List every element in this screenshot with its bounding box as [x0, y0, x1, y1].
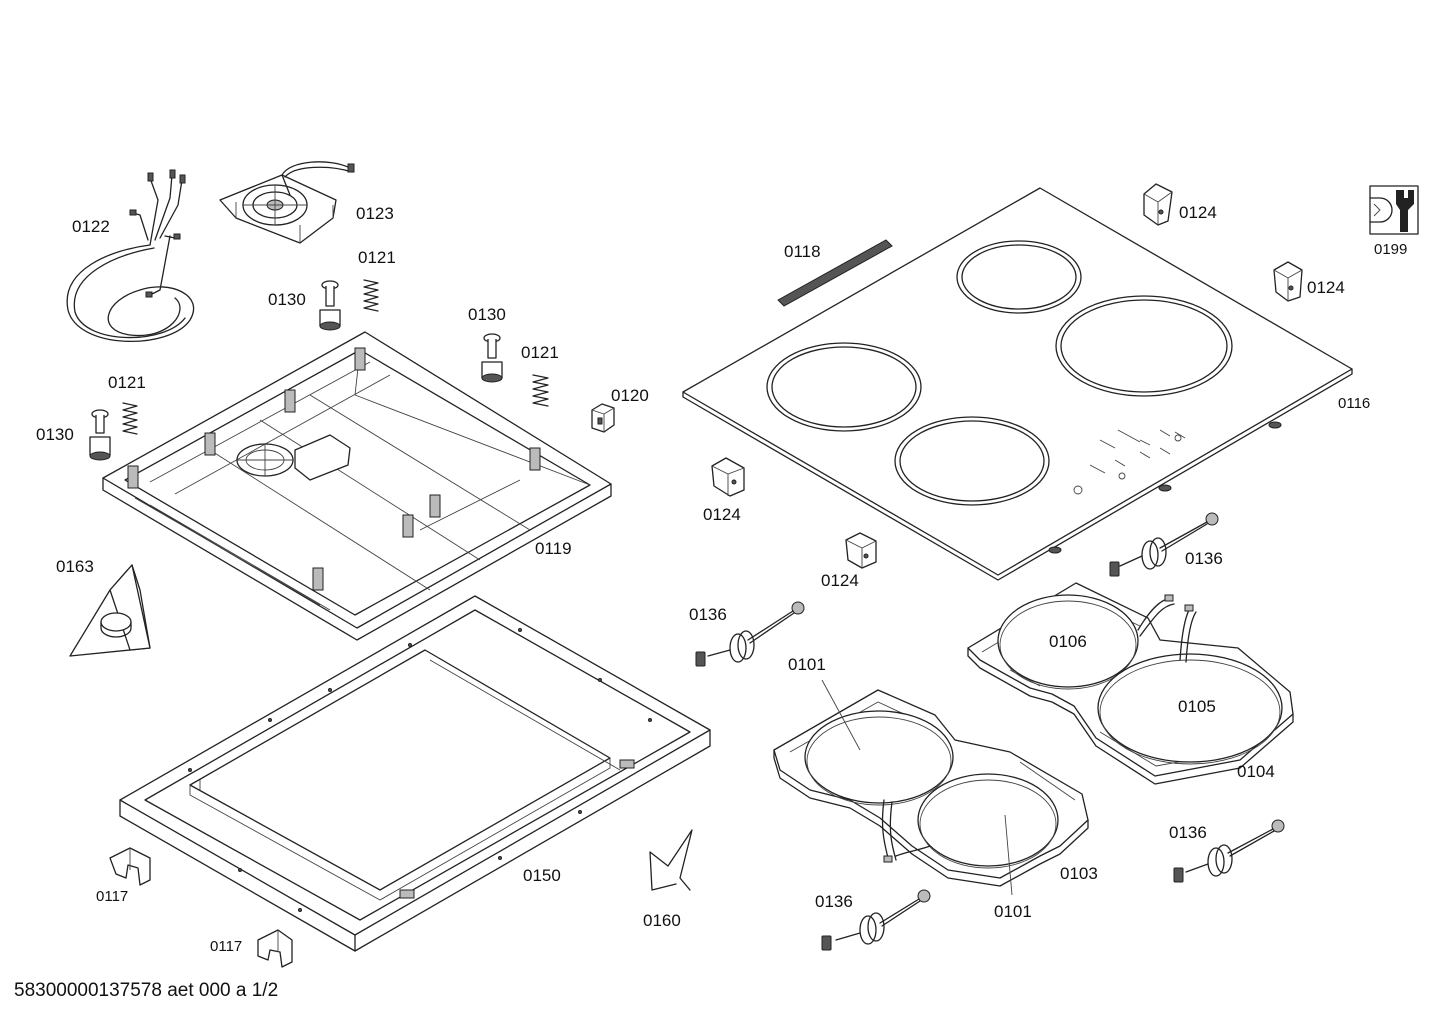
label-0123: 0123 — [356, 204, 394, 223]
heating-tray-0104[interactable] — [967, 582, 1294, 785]
label-0121-a: 0121 — [358, 248, 396, 267]
leader-0101-b — [1004, 814, 1013, 896]
label-0136-a: 0136 — [1185, 549, 1223, 568]
label-0119: 0119 — [535, 539, 572, 558]
label-0124-d: 0124 — [821, 571, 859, 590]
ceramic-cooktop-0116[interactable] — [682, 187, 1353, 581]
clip-0117-a[interactable] — [109, 847, 151, 886]
label-0116: 0116 — [1338, 395, 1370, 412]
clip-0117-b[interactable] — [257, 929, 293, 968]
spring-0121-b[interactable] — [532, 374, 549, 407]
label-0163: 0163 — [56, 557, 94, 576]
wrench-icon — [1369, 185, 1419, 235]
foot-0130-a[interactable] — [319, 280, 341, 331]
clip-0124-c[interactable] — [711, 457, 745, 497]
foot-0130-c[interactable] — [89, 409, 111, 461]
clip-0124-d[interactable] — [845, 532, 877, 569]
label-0124-a: 0124 — [1179, 203, 1217, 222]
heating-tray-0103[interactable] — [773, 689, 1089, 887]
clip-0120[interactable] — [591, 403, 615, 433]
frame-0150[interactable] — [119, 595, 711, 952]
label-0150: 0150 — [523, 866, 561, 885]
label-0117-b: 0117 — [210, 938, 242, 955]
label-0124-c: 0124 — [703, 505, 741, 524]
label-0124-b: 0124 — [1307, 278, 1345, 297]
document-id: 58300000137578 aet 000 a 1/2 — [14, 980, 279, 1001]
clip-0124-a[interactable] — [1143, 183, 1173, 226]
label-0121-b: 0121 — [521, 343, 559, 362]
label-0101-b: 0101 — [994, 902, 1032, 921]
foot-0130-b[interactable] — [481, 333, 503, 383]
label-0105: 0105 — [1178, 697, 1216, 716]
label-0136-b: 0136 — [689, 605, 727, 624]
sensor-0136-b[interactable] — [695, 601, 805, 667]
label-0130-a: 0130 — [268, 290, 306, 309]
label-0120: 0120 — [611, 386, 649, 405]
bracket-0160[interactable] — [649, 829, 693, 891]
label-0136-c: 0136 — [1169, 823, 1207, 842]
label-0121-c: 0121 — [108, 373, 146, 392]
label-0130-b: 0130 — [468, 305, 506, 324]
label-0117-a: 0117 — [96, 888, 128, 905]
leader-0101-a — [821, 679, 861, 751]
label-0101-a: 0101 — [788, 655, 826, 674]
spring-0121-a[interactable] — [363, 279, 379, 312]
spring-0121-c[interactable] — [122, 402, 138, 435]
label-0160: 0160 — [643, 911, 681, 930]
clip-0124-b[interactable] — [1273, 261, 1303, 302]
label-0136-d: 0136 — [815, 892, 853, 911]
sensor-0136-a[interactable] — [1109, 512, 1219, 577]
sensor-0136-d[interactable] — [821, 889, 931, 951]
base-tray-0119[interactable] — [102, 331, 612, 641]
label-0106: 0106 — [1049, 632, 1087, 651]
label-0199: 0199 — [1374, 241, 1407, 258]
sensor-0136-c[interactable] — [1173, 819, 1285, 883]
cleaning-kit-0163[interactable] — [69, 564, 151, 657]
fan-0123[interactable] — [219, 161, 355, 244]
label-0130-c: 0130 — [36, 425, 74, 444]
label-0122: 0122 — [72, 217, 110, 236]
label-0103: 0103 — [1060, 864, 1098, 883]
label-0104: 0104 — [1237, 762, 1275, 781]
cable-harness-0122[interactable] — [66, 169, 195, 342]
seal-strip-0118[interactable] — [777, 239, 893, 307]
label-0118: 0118 — [784, 242, 821, 261]
